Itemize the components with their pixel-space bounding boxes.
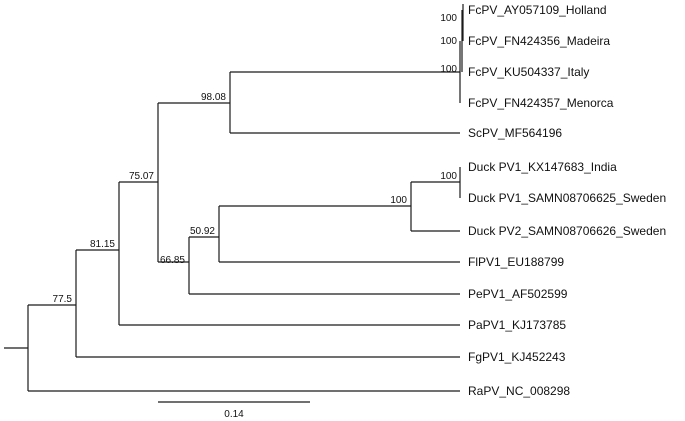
leaf-label-flpv1: FlPV1_EU188799 (468, 255, 564, 269)
leaf-label-fcpv-italy: FcPV_KU504337_Italy (468, 65, 589, 79)
bootstrap-duck-flpv: 50.92 (190, 226, 215, 237)
bootstrap-values: 100 100 100 98.08 100 100 50.92 66.85 75… (53, 13, 458, 305)
bootstrap-with-fgpv: 81.15 (90, 239, 115, 250)
scale-bar: 0.14 (158, 401, 310, 420)
leaf-label-duck-pv2-sweden: Duck PV2_SAMN08706626_Sweden (468, 224, 666, 238)
bootstrap-fcpv-inner: 100 (440, 36, 457, 47)
leaf-labels: FcPV_AY057109_Holland FcPV_FN424356_Made… (468, 3, 666, 398)
bootstrap-main-clade: 66.85 (160, 255, 185, 266)
leaf-label-fgpv1: FgPV1_KJ452243 (468, 350, 566, 364)
bootstrap-duck-pv1: 100 (440, 171, 457, 182)
tree-branches (4, 4, 464, 392)
bootstrap-duck-all: 100 (390, 195, 407, 206)
bootstrap-root-inner: 77.5 (53, 294, 73, 305)
bootstrap-fcpv-all: 100 (440, 64, 457, 75)
leaf-label-fcpv-holland: FcPV_AY057109_Holland (468, 3, 607, 17)
bootstrap-fcpv-scpv: 98.08 (201, 92, 226, 103)
leaf-label-rapv: RaPV_NC_008298 (468, 384, 570, 398)
leaf-label-duck-pv1-india: Duck PV1_KX147683_India (468, 160, 617, 174)
leaf-label-scpv: ScPV_MF564196 (468, 126, 562, 140)
bootstrap-with-papv: 75.07 (129, 171, 154, 182)
leaf-label-papv1: PaPV1_KJ173785 (468, 318, 566, 332)
scale-bar-label: 0.14 (224, 409, 244, 420)
leaf-label-fcpv-menorca: FcPV_FN424357_Menorca (468, 96, 614, 110)
leaf-label-duck-pv1-sweden: Duck PV1_SAMN08706625_Sweden (468, 191, 666, 205)
leaf-label-pepv1: PePV1_AF502599 (468, 287, 568, 301)
leaf-label-fcpv-madeira: FcPV_FN424356_Madeira (468, 34, 610, 48)
bootstrap-fcpv-holland-madeira: 100 (440, 13, 457, 24)
